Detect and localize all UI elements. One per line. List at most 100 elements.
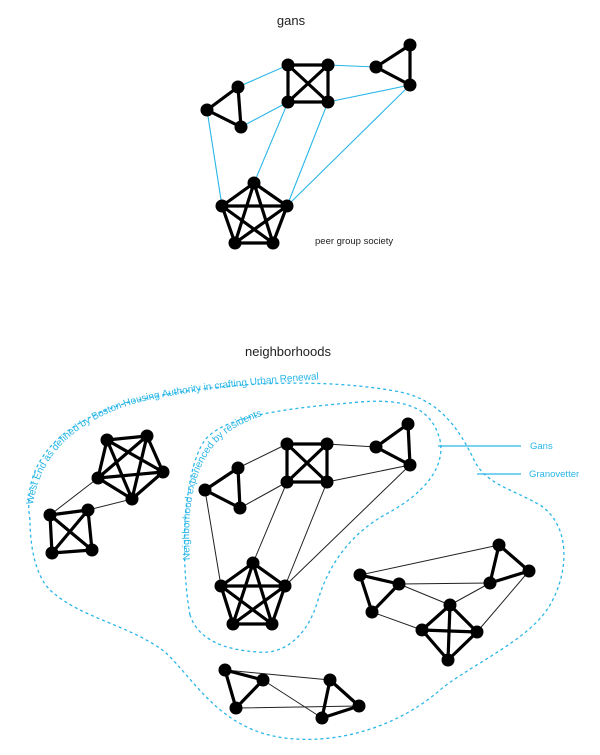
bottom-weak-tie: [49, 477, 99, 516]
legend-label-granovetter: Granovetter: [529, 469, 579, 480]
bottom-weak-tie: [371, 611, 423, 631]
east-left-triangle-strong-tie: [358, 573, 401, 586]
bottom-weak-tie: [262, 679, 323, 719]
res-pentagon-strong-tie: [219, 584, 235, 626]
res-right-triangle-node: [369, 440, 383, 454]
east-right-triangle-strong-tie: [488, 569, 531, 585]
res-right-triangle-node: [401, 417, 415, 431]
west-pentagon-strong-tie: [130, 470, 165, 501]
east-diamond-node: [415, 623, 429, 637]
top-right-triangle-strong-tie: [374, 43, 412, 69]
top-node: [228, 236, 242, 250]
top-node: [231, 80, 245, 94]
res-square-strong-tie: [285, 442, 329, 484]
east-diamond-strong-tie: [420, 628, 479, 634]
top-node: [247, 176, 261, 190]
top-pentagon-strong-tie: [220, 204, 275, 245]
south-left-triangle-strong-tie: [223, 668, 238, 710]
south-left-triangle-node: [229, 701, 243, 715]
res-left-triangle-strong-tie: [236, 466, 242, 510]
east-diamond-node: [443, 598, 457, 612]
west-square-node: [85, 543, 99, 557]
bottom-weak-tie: [284, 464, 411, 587]
east-left-triangle-node: [392, 577, 406, 591]
res-square-node: [280, 475, 294, 489]
bottom-weak-tie: [87, 498, 133, 511]
west-pentagon-strong-tie: [96, 434, 149, 480]
west-pentagon-node: [156, 465, 170, 479]
bottom-weak-tie: [224, 669, 331, 681]
top-pentagon-strong-tie: [252, 181, 275, 245]
west-pentagon-strong-tie: [145, 434, 165, 474]
res-left-triangle-strong-tie: [203, 488, 242, 510]
res-left-triangle-node: [231, 461, 245, 475]
bottom-diagram-title: neighborhoods: [245, 344, 332, 359]
bottom-weak-tie: [235, 705, 360, 709]
top-pentagon-strong-tie: [220, 204, 237, 245]
top-weak-tie: [253, 101, 289, 184]
res-right-triangle-strong-tie: [406, 422, 412, 467]
bottom-weak-tie: [252, 481, 288, 564]
res-pentagon-strong-tie: [219, 561, 255, 588]
bottom-weak-tie: [398, 583, 451, 606]
south-left-triangle-strong-tie: [223, 668, 265, 682]
south-left-triangle-node: [218, 663, 232, 677]
top-square-strong-tie: [286, 63, 330, 104]
top-weak-tie: [327, 64, 377, 68]
res-left-triangle-strong-tie: [203, 466, 240, 492]
east-right-triangle-node: [492, 538, 506, 552]
res-square-node: [280, 437, 294, 451]
east-right-triangle-strong-tie: [488, 543, 501, 585]
west-pentagon-strong-tie: [96, 476, 134, 501]
top-node: [281, 95, 295, 109]
graph-layer: [43, 38, 536, 725]
legend-label-gans: Gans: [530, 441, 553, 452]
bottom-weak-tie: [284, 481, 328, 587]
outer-boundary-west-end: [28, 382, 565, 741]
inner-boundary-residents: [183, 400, 442, 653]
bottom-weak-tie: [398, 582, 491, 585]
east-left-triangle-node: [365, 605, 379, 619]
south-right-triangle-node: [315, 711, 329, 725]
res-pentagon-node: [214, 579, 228, 593]
res-square-node: [320, 475, 334, 489]
west-pentagon-strong-tie: [130, 434, 149, 501]
inner-boundary-label: Neighborhood experienced by residents: [181, 408, 263, 560]
west-pentagon-strong-tie: [105, 438, 134, 501]
top-weak-tie: [327, 84, 411, 103]
east-left-triangle-node: [353, 568, 367, 582]
top-weak-tie: [206, 109, 223, 207]
top-diagram-title: gans: [277, 13, 306, 28]
top-pentagon-strong-tie: [233, 181, 256, 245]
east-right-triangle-node: [483, 576, 497, 590]
top-weak-tie: [286, 101, 329, 207]
west-pentagon-strong-tie: [96, 438, 109, 480]
west-pentagon-node: [100, 433, 114, 447]
res-pentagon-node: [226, 617, 240, 631]
top-pentagon-strong-tie: [220, 181, 256, 208]
res-left-triangle-node: [233, 501, 247, 515]
bottom-weak-tie: [326, 443, 377, 448]
top-pentagon-strong-tie: [233, 204, 289, 245]
res-pentagon-node: [265, 617, 279, 631]
west-pentagon-strong-tie: [105, 434, 149, 442]
top-node: [403, 38, 417, 52]
east-right-triangle-strong-tie: [497, 543, 531, 573]
west-square-node: [45, 546, 59, 560]
top-weak-tie: [286, 84, 411, 207]
top-node: [321, 58, 335, 72]
bottom-weak-tie: [237, 443, 288, 469]
res-pentagon-strong-tie: [251, 561, 287, 588]
top-weak-tie: [240, 101, 289, 128]
res-pentagon-strong-tie: [251, 561, 274, 626]
bottom-weak-tie: [449, 582, 491, 606]
bottom-weak-tie: [326, 464, 411, 483]
west-pentagon-node: [140, 429, 154, 443]
top-left-triangle-strong-tie: [236, 85, 243, 129]
top-node: [403, 78, 417, 92]
west-square-node: [81, 503, 95, 517]
res-pentagon-strong-tie: [231, 584, 287, 626]
top-node: [215, 199, 229, 213]
res-pentagon-node: [278, 579, 292, 593]
